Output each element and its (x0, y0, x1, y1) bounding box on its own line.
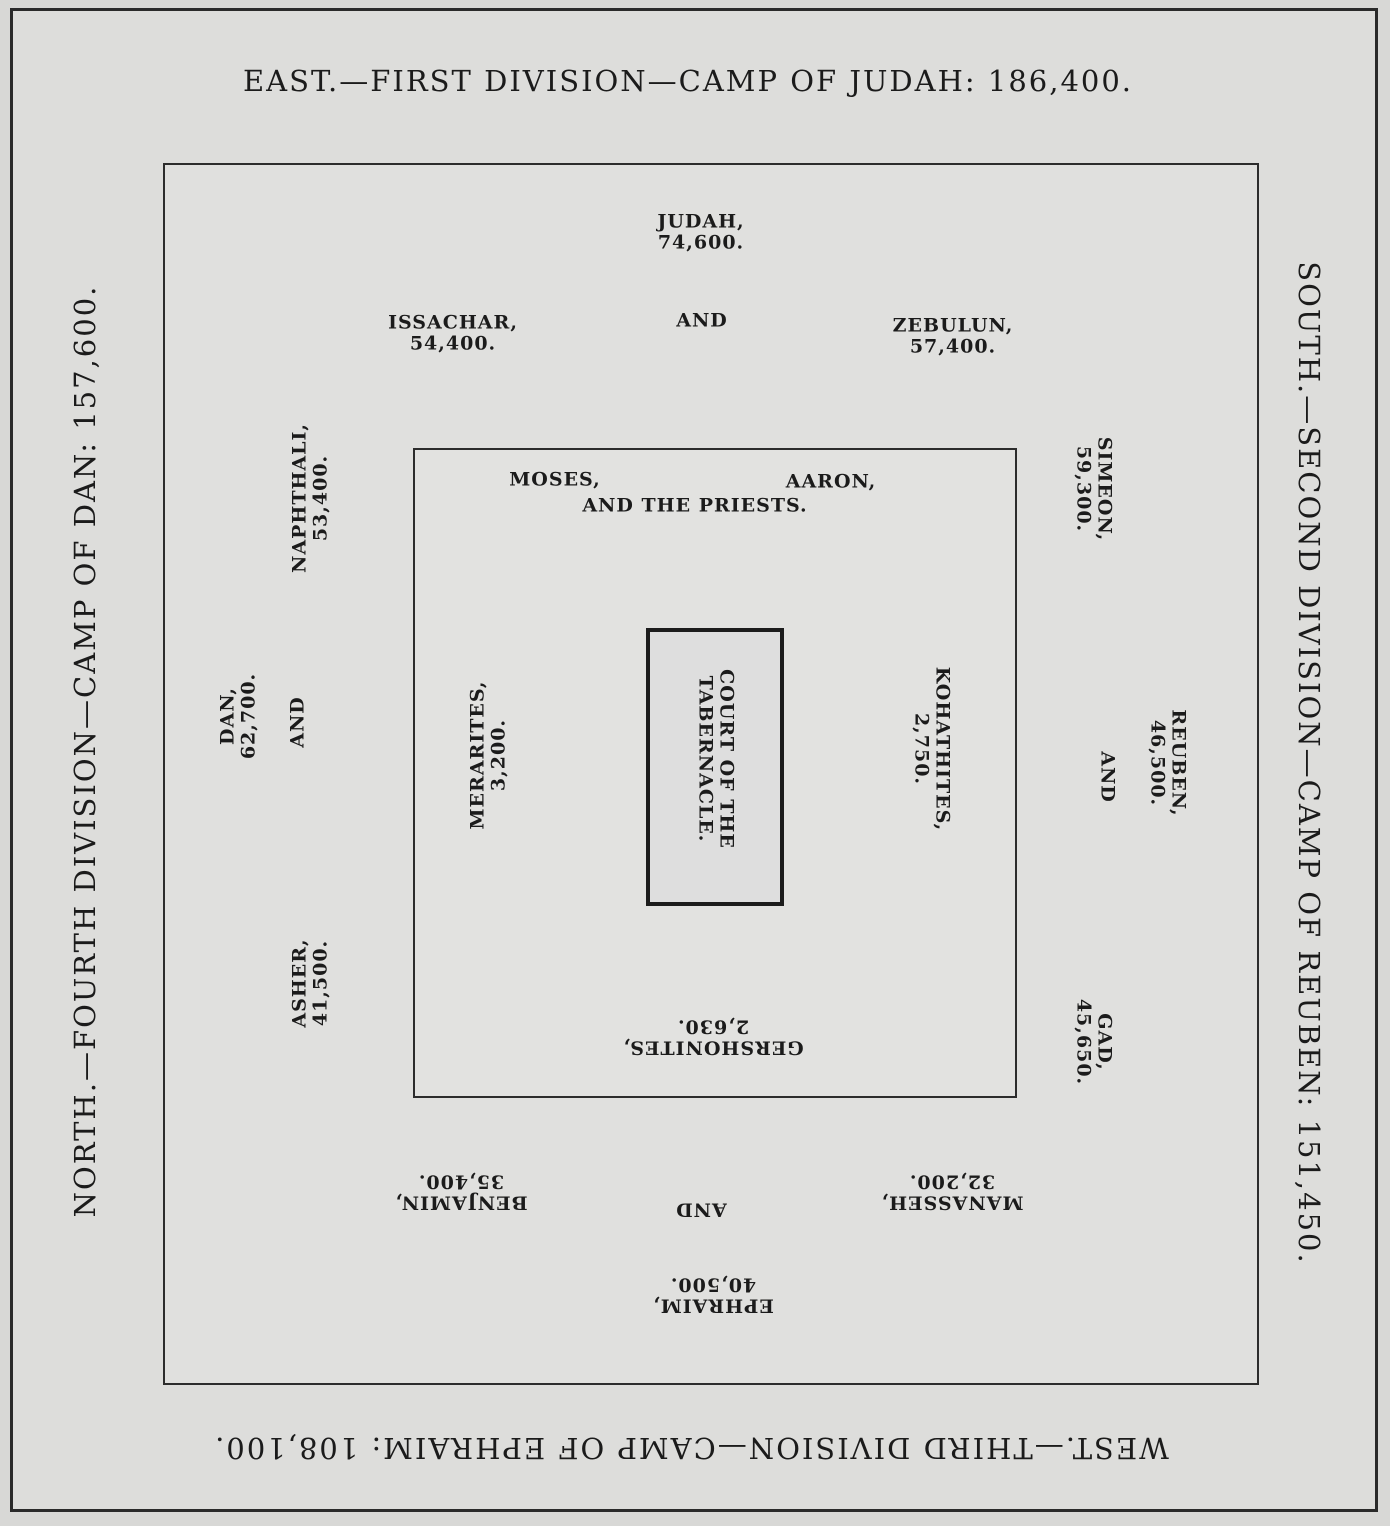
tribe-count: 59,300. (1072, 445, 1094, 533)
levite-name: KOHATHITES, (931, 666, 954, 832)
heading-south: SOUTH.—SECOND DIVISION—CAMP OF REUBEN: 1… (1292, 261, 1327, 1265)
tribe-name: MANASSEH, (880, 1191, 1024, 1214)
tribe-dan: DAN, 62,700. (216, 672, 261, 760)
tribe-zebulun: ZEBULUN, 57,400. (892, 314, 1014, 359)
court-line-1: COURT OF THE (715, 669, 738, 849)
tribe-name: JUDAH, (657, 210, 745, 233)
tribe-name: ZEBULUN, (892, 314, 1014, 337)
court-line-2: TABERNACLE. (694, 675, 716, 843)
tribe-count: 40,500. (669, 1273, 757, 1295)
north-and-label: AND (286, 696, 309, 748)
tribe-name: ISSACHAR, (388, 311, 518, 334)
heading-east: EAST.—FIRST DIVISION—CAMP OF JUDAH: 186,… (242, 63, 1134, 98)
tribe-benjamin: BENJAMIN, 35,400. (394, 1170, 527, 1213)
tribe-count: 74,600. (657, 232, 745, 254)
heading-north: NORTH.—FOURTH DIVISION—CAMP OF DAN: 157,… (67, 284, 102, 1218)
tribe-name: SIMEON, (1093, 436, 1116, 542)
tribe-count: 32,200. (908, 1170, 996, 1192)
aaron-label: AARON, (785, 470, 877, 493)
tribe-count: 54,400. (409, 333, 497, 355)
tribe-count: 35,400. (417, 1170, 505, 1192)
tribe-name: REUBEN, (1167, 709, 1190, 817)
tribe-count: 62,700. (238, 672, 260, 760)
heading-west: WEST.—THIRD DIVISION—CAMP OF EPHRAIM: 10… (213, 1431, 1169, 1466)
camp-diagram: EAST.—FIRST DIVISION—CAMP OF JUDAH: 186,… (10, 8, 1378, 1512)
moses-label: MOSES, (509, 468, 601, 491)
tribe-manasseh: MANASSEH, 32,200. (881, 1170, 1024, 1213)
levite-count: 2,750. (910, 712, 932, 786)
south-and-label: AND (1096, 751, 1119, 803)
tribe-simeon: SIMEON, 59,300. (1072, 437, 1115, 541)
tribe-count: 45,650. (1072, 998, 1094, 1086)
levite-name: GERSHONITES, (622, 1036, 804, 1059)
levites-merarites: MERARITES, 3,200. (466, 680, 511, 830)
west-and-label: AND (675, 1198, 727, 1221)
tribe-name: DAN, (216, 687, 239, 745)
tribe-name: GAD, (1093, 1013, 1116, 1071)
tribe-reuben: REUBEN, 46,500. (1146, 709, 1189, 816)
east-and-label: AND (676, 309, 728, 332)
tribe-gad: GAD, 45,650. (1072, 999, 1115, 1085)
tribe-asher: ASHER, 41,500. (288, 938, 333, 1028)
priests-label: AND THE PRIESTS. (582, 494, 808, 517)
court-of-the-tabernacle-label: COURT OF THE TABERNACLE. (694, 669, 737, 849)
tribe-count: 53,400. (310, 454, 332, 542)
tribe-count: 46,500. (1146, 719, 1168, 807)
tribe-name: NAPHTHALI, (288, 422, 311, 574)
levites-kohathites: KOHATHITES, 2,750. (910, 667, 953, 831)
levite-count: 3,200. (488, 718, 510, 792)
tribe-count: 57,400. (909, 336, 997, 358)
tribe-naphthali: NAPHTHALI, 53,400. (288, 422, 333, 574)
tribe-count: 41,500. (310, 939, 332, 1027)
tribe-name: BENJAMIN, (394, 1191, 528, 1214)
tribe-ephraim: EPHRAIM, 40,500. (652, 1273, 774, 1316)
tribe-judah: JUDAH, 74,600. (657, 210, 745, 255)
levites-gershonites: GERSHONITES, 2,630. (622, 1015, 803, 1058)
levite-name: MERARITES, (466, 680, 489, 830)
tribe-name: EPHRAIM, (652, 1294, 774, 1317)
tribe-issachar: ISSACHAR, 54,400. (388, 311, 518, 356)
levite-count: 2,630. (676, 1015, 750, 1037)
tribe-name: ASHER, (288, 938, 311, 1028)
tabernacle-court-box (646, 628, 784, 906)
